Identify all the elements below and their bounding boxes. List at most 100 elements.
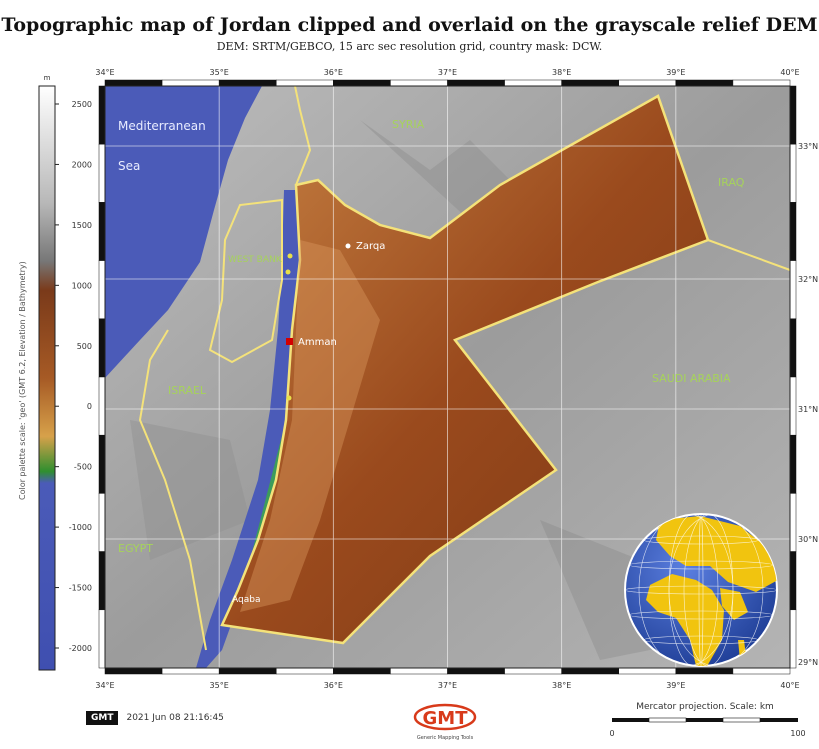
map-border: [104, 85, 791, 669]
frame-tick-top: [447, 79, 505, 87]
jordan-shade: [240, 240, 380, 612]
longitude-label: 36°E: [324, 681, 343, 690]
frame-tick-left: [98, 434, 106, 494]
frame-tick-right: [789, 493, 797, 552]
mediterranean-label: Mediterranean: [118, 119, 206, 133]
globe-africa: [646, 574, 724, 666]
latitude-label: 29°N: [798, 658, 818, 667]
frame-tick-top: [104, 79, 163, 87]
iraq-label: IRAQ: [718, 176, 745, 189]
logo-text: GMT: [423, 708, 469, 729]
longitude-label: 39°E: [666, 681, 685, 690]
frame-tick-left: [98, 493, 106, 552]
longitude-label: 36°E: [324, 68, 343, 77]
frame-tick-top: [504, 79, 562, 87]
globe-meridian: [698, 514, 704, 666]
logo-swoosh: [413, 703, 477, 731]
frame-tick-top: [218, 79, 277, 87]
colorbar-ramp: [38, 85, 56, 671]
longitude-label: 35°E: [210, 681, 229, 690]
globe-inset: [624, 513, 778, 667]
colorbar-unit: m: [44, 74, 51, 82]
amman-marker: [286, 338, 293, 345]
frame-tick-left: [98, 551, 106, 611]
longitude-label: 39°E: [666, 68, 685, 77]
longitude-label: 38°E: [552, 68, 571, 77]
town-marker-2: [285, 269, 291, 275]
frame-tick-right: [789, 434, 797, 494]
colorbar-tick-label: 2000: [72, 160, 92, 169]
latitude-label: 32°N: [798, 275, 818, 284]
frame-tick-bottom: [104, 667, 163, 675]
gmt-timestamp: GMT 2021 Jun 08 21:16:45: [86, 710, 224, 726]
frame-tick-bottom: [390, 667, 448, 675]
frame-tick-bottom: [732, 667, 791, 675]
relief-ridge-2: [540, 520, 700, 660]
frame-tick-top: [675, 79, 734, 87]
zarqa-label: Zarqa: [356, 241, 385, 252]
globe-madagascar: [738, 640, 746, 660]
frame-tick-left: [98, 318, 106, 378]
border-iraq-saudi: [707, 239, 790, 271]
longitude-label: 38°E: [552, 681, 571, 690]
frame-tick-bottom: [504, 667, 562, 675]
colorbar-tick-label: -1500: [69, 584, 92, 593]
globe-meridian: [638, 514, 734, 666]
frame-tick-left: [98, 143, 106, 203]
frame-tick-right: [789, 260, 797, 320]
globe-eurasia: [656, 516, 777, 592]
scale-bar: 0 100: [609, 717, 806, 738]
scale-bar-segment-2: [648, 717, 687, 723]
frame-tick-right: [789, 202, 797, 261]
map-title: Topographic map of Jordan clipped and ov…: [1, 14, 818, 36]
frame-tick-right: [789, 85, 797, 145]
frame-tick-top: [561, 79, 620, 87]
scale-bar-segment-3: [686, 718, 723, 722]
frame-tick-bottom: [276, 667, 334, 675]
frame-tick-left: [98, 609, 106, 669]
globe-meridian: [683, 514, 734, 666]
egypt-label: EGYPT: [118, 542, 153, 555]
globe-parallel: [643, 635, 759, 645]
longitude-label: 37°E: [438, 681, 457, 690]
mediterranean-sea: [105, 86, 262, 378]
aqaba-label: Aqaba: [232, 595, 260, 605]
frame-tick-bottom: [618, 667, 677, 675]
scale-end: 100: [790, 729, 805, 738]
frame-tick-top: [732, 79, 791, 87]
zarqa-marker: [345, 243, 351, 249]
frame-tick-left: [98, 202, 106, 261]
globe-ocean: [624, 513, 778, 667]
globe-arabia: [720, 588, 748, 620]
frame-tick-right: [789, 551, 797, 611]
gmt-logo: GMT Generic Mapping Tools: [413, 703, 477, 741]
colorbar: m 25002000150010005000-500-1000-1500-200…: [38, 74, 92, 671]
longitude-label: 40°E: [780, 681, 799, 690]
border-egypt-israel: [138, 329, 207, 651]
map-area: Amman Zarqa Aqaba Mediterranean Sea SYRI…: [105, 86, 790, 668]
syria-label: SYRIA: [392, 118, 425, 131]
gmt-badge: GMT: [86, 711, 119, 725]
scale-start: 0: [609, 729, 614, 738]
westbank-label: WEST BANK: [228, 255, 283, 265]
frame-tick-left: [98, 260, 106, 320]
longitude-label: 37°E: [438, 68, 457, 77]
border-syria: [294, 86, 312, 186]
colorbar-tick-label: -1000: [69, 523, 92, 532]
frame-tick-right: [789, 318, 797, 378]
colorbar-tick-label: 0: [87, 402, 92, 411]
frame-tick-top: [618, 79, 677, 87]
graticule: [105, 86, 790, 668]
globe-meridian: [668, 514, 719, 666]
scale-bar-segment-1: [612, 718, 649, 722]
frame-tick-right: [789, 376, 797, 436]
latitude-labels: 33°N32°N31°N30°N29°N: [798, 142, 818, 667]
relief-ridge-3: [130, 420, 250, 560]
scale-bar-segment-5: [760, 718, 798, 722]
scale-bar-segment-4: [722, 717, 761, 723]
frame-tick-bottom: [675, 667, 734, 675]
longitude-label: 34°E: [95, 68, 114, 77]
latitude-label: 30°N: [798, 535, 818, 544]
colorbar-label: Color palette scale: 'geo' (GMT 6.2, Ele…: [18, 261, 27, 500]
